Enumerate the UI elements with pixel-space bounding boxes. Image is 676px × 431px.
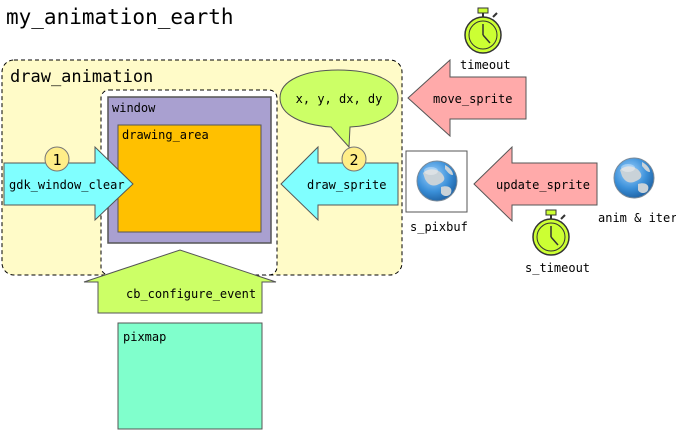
window-label: window: [112, 101, 156, 115]
s-timeout-label: s_timeout: [525, 261, 590, 275]
draw-sprite-label: draw_sprite: [307, 178, 386, 192]
s-pixbuf-label: s_pixbuf: [410, 220, 468, 234]
move-sprite-arrow: [407, 58, 527, 138]
gdk-window-clear-arrow: [3, 145, 134, 222]
stopwatch-icon: [464, 7, 502, 54]
earth-globe-icon: [416, 160, 458, 202]
timeout-label: timeout: [460, 58, 511, 72]
coordinates-callout-label: x, y, dx, dy: [296, 92, 383, 106]
step-badge-2-label: 2: [349, 151, 358, 169]
cb-configure-event-label: cb_configure_event: [126, 287, 256, 301]
step-badge-1: [44, 146, 70, 172]
anim-iter-label: anim & iter: [598, 211, 676, 225]
diagram-title: my_animation_earth: [6, 5, 234, 29]
pixmap-label: pixmap: [123, 330, 166, 344]
draw-animation-label: draw_animation: [10, 67, 153, 87]
drawing-area-label: drawing_area: [122, 128, 209, 142]
cb-configure-event-arrow: [83, 249, 277, 314]
pixmap-box: [117, 322, 263, 430]
update-sprite-arrow: [473, 145, 598, 223]
update-sprite-label: update_sprite: [496, 178, 590, 192]
earth-globe-icon: [613, 157, 655, 199]
stopwatch-icon: [532, 209, 570, 256]
move-sprite-label: move_sprite: [433, 92, 512, 106]
coordinates-callout: [279, 69, 399, 149]
step-badge-2: [341, 146, 367, 172]
gdk-window-clear-label: gdk_window_clear: [9, 178, 125, 192]
step-badge-1-label: 1: [52, 151, 61, 169]
draw-sprite-arrow: [280, 145, 399, 222]
